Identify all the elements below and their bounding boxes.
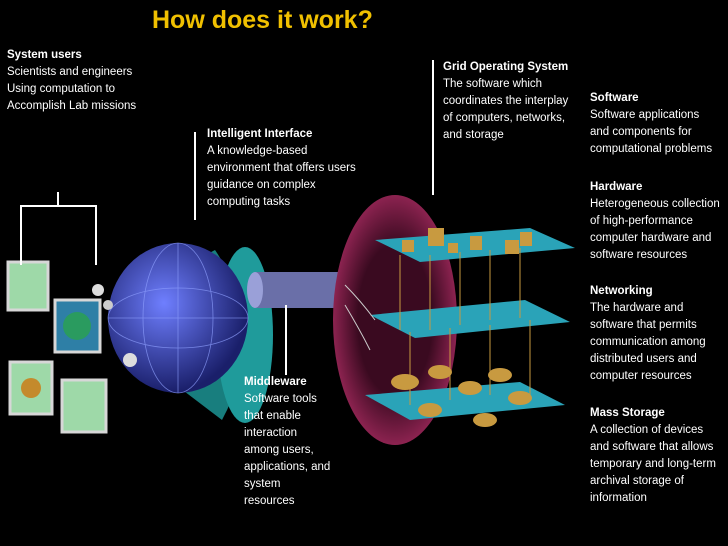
grid-os-label: Grid Operating System The software which… — [443, 59, 588, 144]
page-title: How does it work? — [152, 6, 373, 34]
software-label: Software Software applications and compo… — [590, 90, 726, 158]
mass-storage-text: A collection of devices and software tha… — [590, 424, 716, 504]
system-users-label: System users Scientists and engineers Us… — [7, 47, 157, 115]
grid-os-heading: Grid Operating System — [443, 61, 569, 73]
middleware-label: Middleware Software tools that enable in… — [244, 374, 344, 510]
networking-label: Networking The hardware and software tha… — [590, 283, 726, 385]
hardware-text: Heterogeneous collection of high-perform… — [590, 198, 720, 261]
grid-os-text: The software which coordinates the inter… — [443, 78, 569, 141]
connector-interface — [194, 132, 196, 220]
hardware-heading: Hardware — [590, 181, 643, 193]
networking-heading: Networking — [590, 285, 653, 297]
software-text: Software applications and components for… — [590, 109, 713, 155]
software-heading: Software — [590, 92, 639, 104]
intelligent-interface-text: A knowledge-based environment that offer… — [207, 145, 356, 208]
mass-storage-heading: Mass Storage — [590, 407, 665, 419]
connector-grid-os — [432, 60, 434, 195]
system-users-heading: System users — [7, 49, 82, 61]
screens-icon — [6, 260, 108, 434]
connector-users-bar — [20, 205, 96, 207]
networking-text: The hardware and software that permits c… — [590, 302, 706, 382]
intelligent-interface-label: Intelligent Interface A knowledge-based … — [207, 126, 367, 211]
intelligent-interface-heading: Intelligent Interface — [207, 128, 313, 140]
connector-users-center — [57, 192, 59, 206]
hardware-label: Hardware Heterogeneous collection of hig… — [590, 179, 726, 264]
grid-platforms-icon — [365, 228, 575, 427]
middleware-heading: Middleware — [244, 376, 307, 388]
middleware-text: Software tools that enable interaction a… — [244, 393, 331, 507]
connector-middleware — [285, 305, 287, 375]
system-users-text: Scientists and engineers Using computati… — [7, 66, 137, 112]
connector-users-right — [95, 205, 97, 265]
connector-users-left — [20, 205, 22, 265]
mass-storage-label: Mass Storage A collection of devices and… — [590, 405, 726, 507]
